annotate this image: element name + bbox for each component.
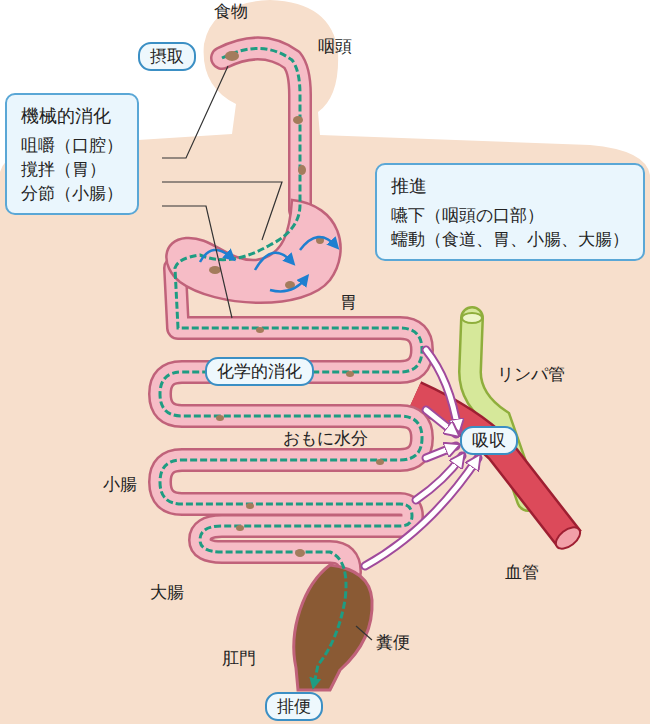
blood-vessel — [415, 395, 570, 540]
food-particles — [209, 51, 384, 557]
part-label: 咽頭 — [318, 36, 352, 56]
box-heading: 化学的消化 — [217, 361, 302, 382]
part-label: 胃 — [340, 292, 357, 312]
stomach — [166, 200, 340, 303]
box-heading: 吸収 — [472, 430, 506, 451]
process-pill: 吸収 — [460, 426, 518, 455]
process-pill: 排便 — [265, 692, 323, 721]
process-pill: 摂取 — [138, 42, 196, 71]
part-label: 小腸 — [103, 474, 137, 494]
box-heading: 排便 — [277, 696, 311, 717]
box-item: 蠕動（食道、胃、小腸、大腸） — [391, 227, 629, 251]
part-label: 血管 — [505, 562, 539, 582]
box-item: 嚥下（咽頭の口部） — [391, 203, 629, 227]
lymph-end — [462, 313, 482, 323]
part-label: 糞便 — [376, 632, 410, 652]
leader-lines — [162, 66, 372, 640]
box-item: 撹拌（胃） — [21, 157, 123, 181]
part-label: リンパ管 — [497, 364, 565, 384]
gut-inner — [160, 48, 422, 572]
part-label: おもに水分 — [280, 428, 371, 448]
rectum — [294, 565, 372, 690]
info-panel: 推進嚥下（咽頭の口部）蠕動（食道、胃、小腸、大腸） — [375, 163, 645, 261]
box-item: 咀嚼（口腔） — [21, 133, 123, 157]
box-heading: 摂取 — [150, 46, 184, 67]
absorption-arrows — [365, 350, 478, 566]
box-item: 分節（小腸） — [21, 181, 123, 205]
part-label: 大腸 — [150, 582, 184, 602]
part-label: 肛門 — [222, 648, 256, 668]
part-label: 食物 — [214, 1, 248, 21]
blood-vessel-end — [552, 523, 584, 553]
gut-outline — [160, 48, 422, 572]
box-heading: 推進 — [391, 173, 629, 199]
info-panel: 機械的消化咀嚼（口腔）撹拌（胃）分節（小腸） — [5, 93, 139, 215]
process-pill: 化学的消化 — [205, 357, 314, 386]
box-heading: 機械的消化 — [21, 103, 123, 129]
blood-vessel-inner — [415, 395, 570, 540]
mixing-arrows — [200, 237, 336, 292]
peristalsis-line — [160, 48, 422, 684]
